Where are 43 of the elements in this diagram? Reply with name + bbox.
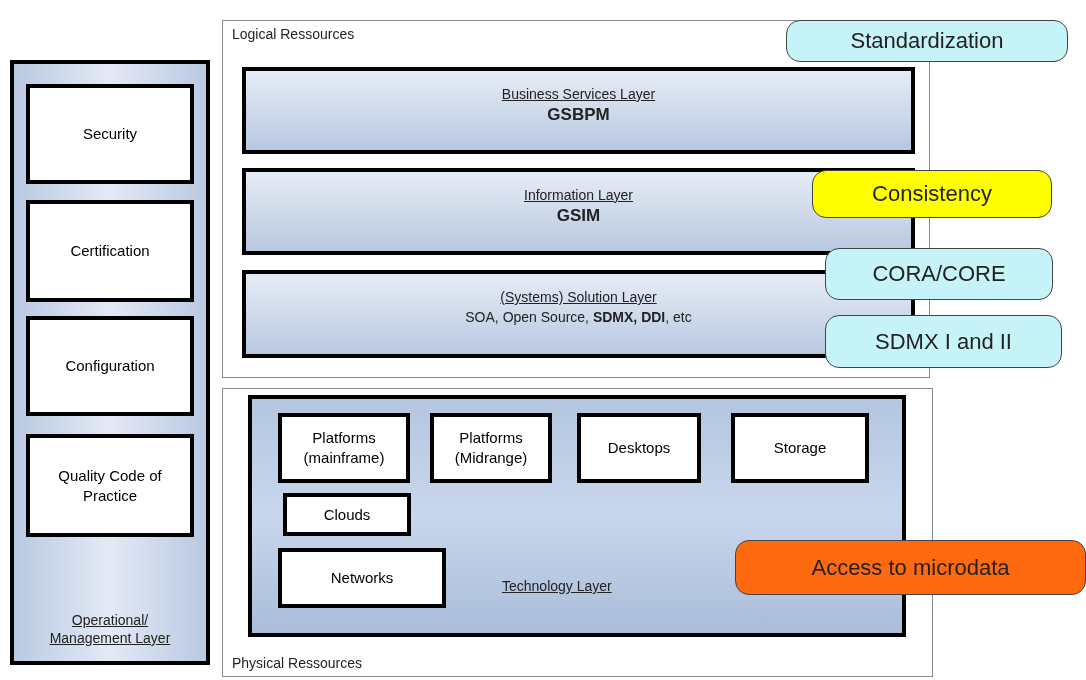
callout-tag [825, 315, 1062, 368]
layer-title: Operational/ Management Layer [49, 612, 171, 646]
component-box [26, 316, 194, 416]
component-box [26, 434, 194, 537]
callout-tag [825, 248, 1053, 300]
frame-title: Physical Ressources [232, 655, 362, 671]
callout-tag [735, 540, 1086, 595]
callout-text: Standardization [850, 28, 1004, 54]
callout-text: SDMX I and II [875, 328, 1012, 355]
callout-text: Consistency [872, 181, 992, 207]
layer-title: Information Layer [524, 187, 633, 203]
component-box [577, 413, 701, 483]
component-label: Platforms (Midrange) [453, 428, 529, 468]
layer-detail: GSBPM [547, 105, 610, 124]
layer-detail: SOA, Open Source, SDMX, DDI, etc [465, 309, 692, 325]
component-box [278, 548, 446, 608]
component-box [430, 413, 552, 483]
component-label: Certification [69, 241, 151, 261]
layer-band [242, 67, 915, 154]
component-label: Clouds [322, 504, 372, 525]
layer-panel [248, 395, 906, 637]
component-label: Quality Code of Practice [57, 465, 163, 506]
component-box [283, 493, 411, 536]
component-box [26, 200, 194, 302]
callout-tag [812, 170, 1052, 218]
callout-tag [786, 20, 1068, 62]
component-label: Configuration [64, 356, 156, 376]
component-box [26, 84, 194, 184]
layer-title: Business Services Layer [501, 86, 656, 102]
component-label: Platforms (mainframe) [302, 428, 386, 468]
callout-text: Access to microdata [811, 554, 1010, 581]
component-label: Networks [329, 568, 395, 588]
layer-panel [10, 60, 210, 665]
component-box [278, 413, 410, 483]
component-label: Storage [772, 438, 828, 458]
component-box [731, 413, 869, 483]
component-label: Security [81, 124, 139, 144]
frame-title: Logical Ressources [232, 26, 355, 42]
component-label: Desktops [606, 438, 672, 458]
layer-title: (Systems) Solution Layer [500, 289, 657, 305]
layer-detail: GSIM [556, 206, 601, 225]
callout-text: CORA/CORE [872, 261, 1006, 287]
layer-title: Technology Layer [502, 578, 612, 594]
